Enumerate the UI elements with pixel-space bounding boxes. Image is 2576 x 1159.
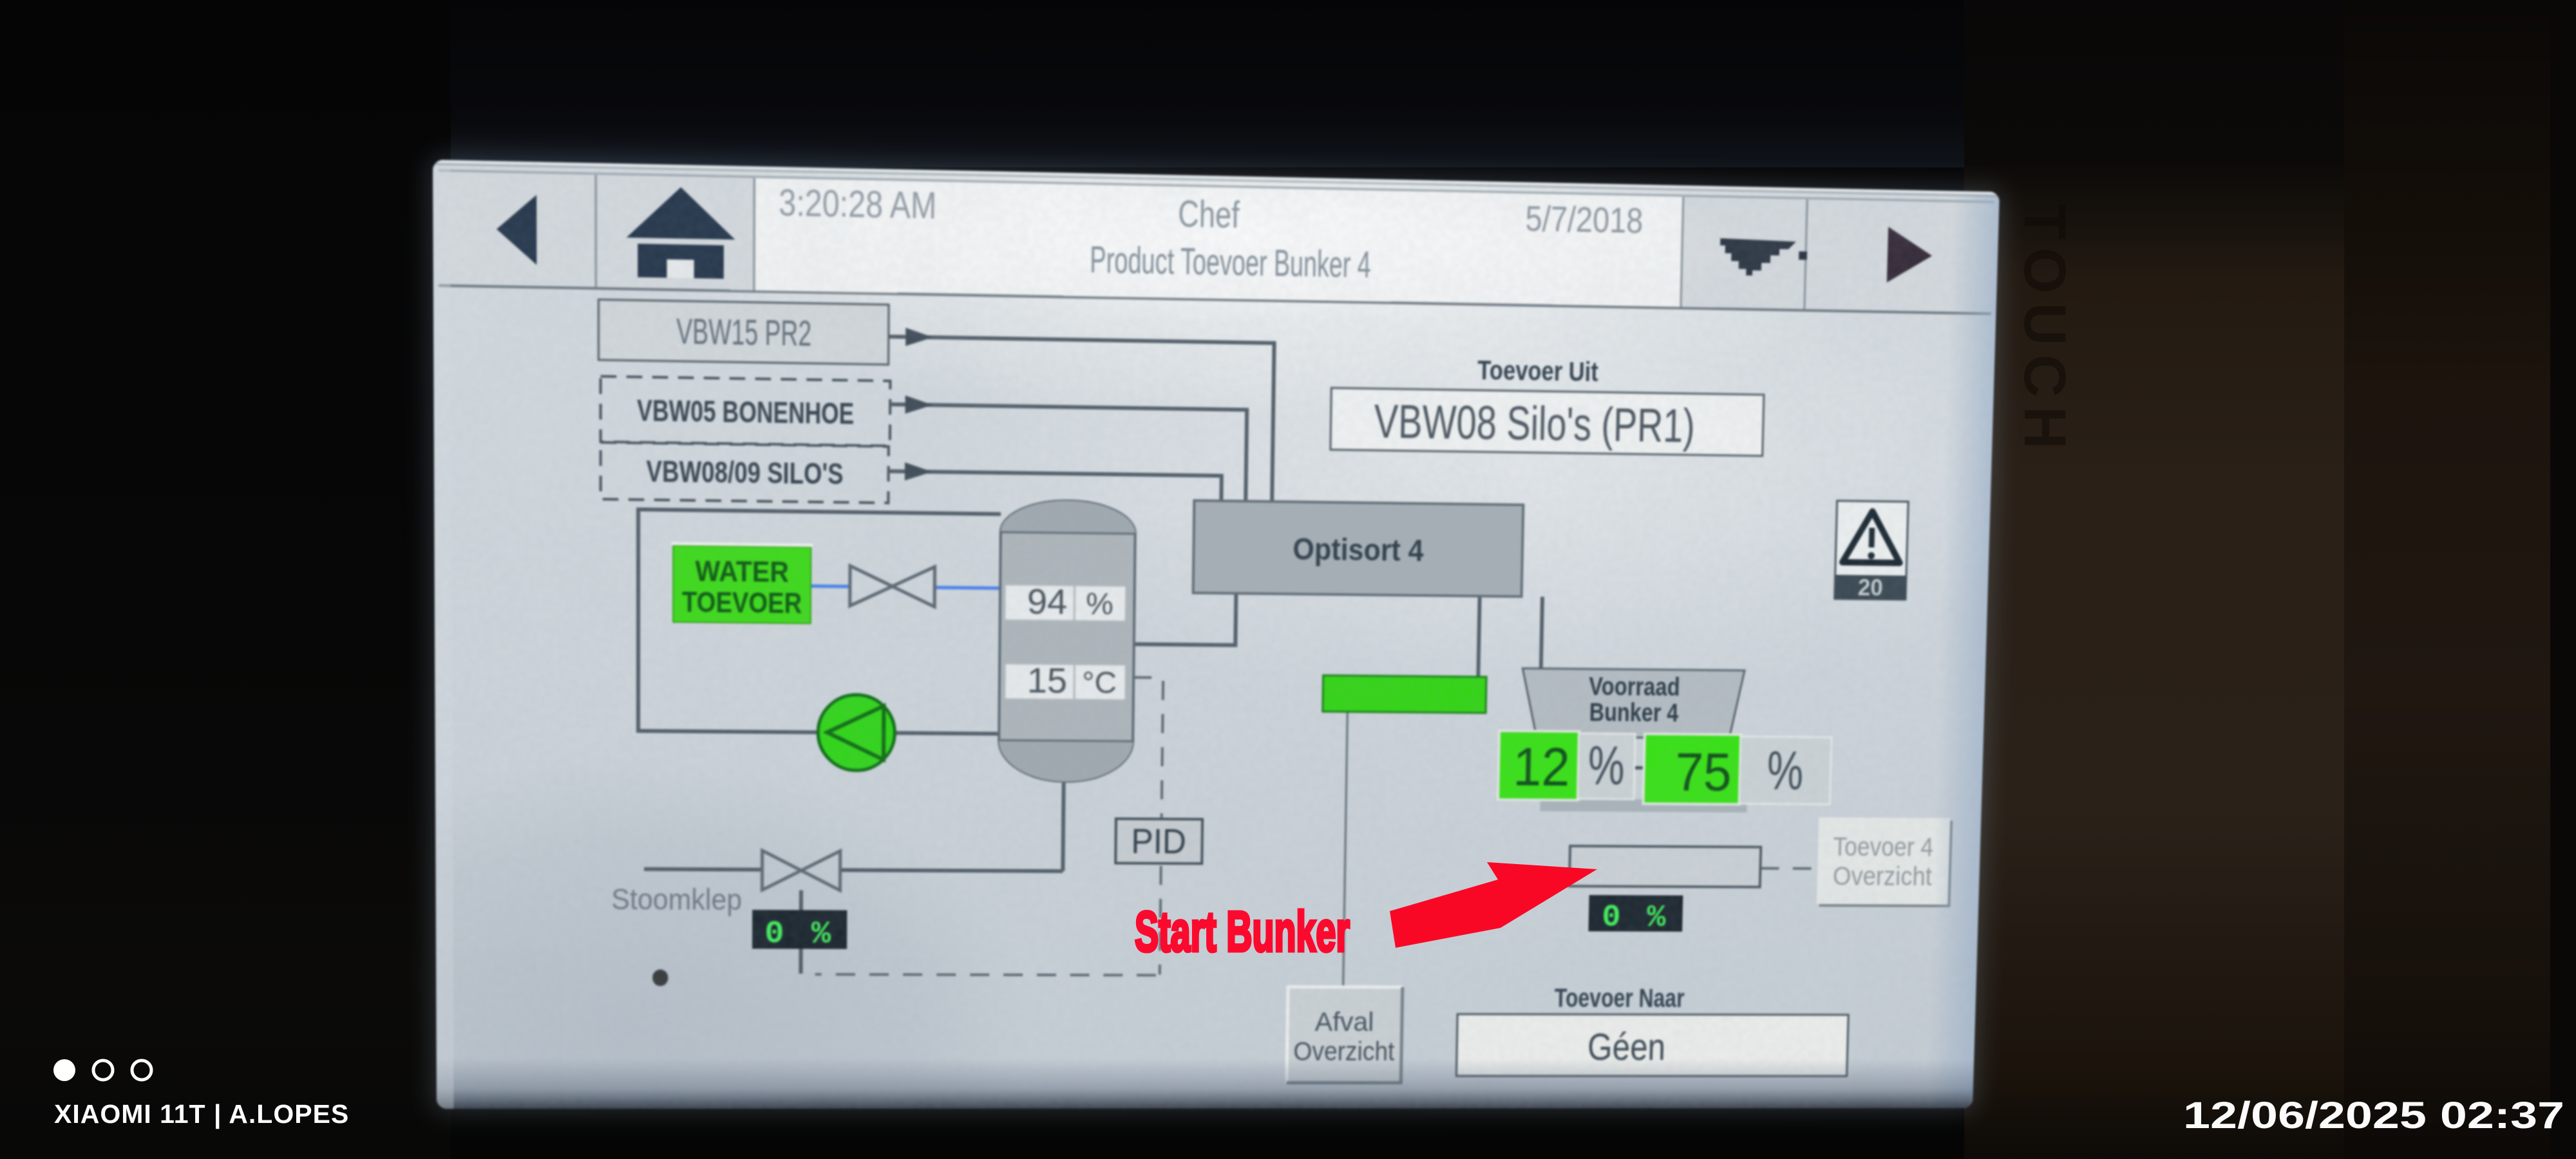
svg-text:12/06/2025 02:37: 12/06/2025 02:37: [2183, 1095, 2564, 1136]
svg-text:XIAOMI 11T | A.LOPES: XIAOMI 11T | A.LOPES: [54, 1099, 349, 1129]
svg-text:Start Bunker: Start Bunker: [1135, 900, 1350, 963]
